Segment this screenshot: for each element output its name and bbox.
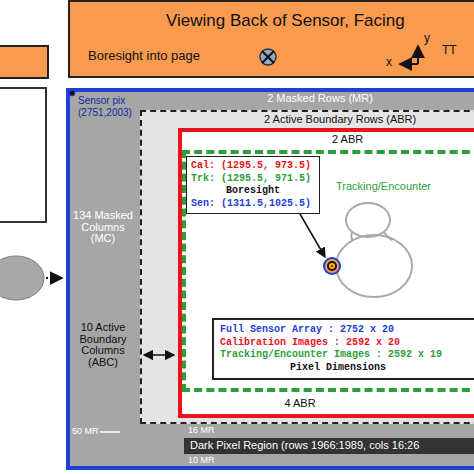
masked-rows-label: 2 Masked Rows (MR): [240, 93, 400, 105]
boresight-box: Cal: (1295.5, 973.5)Trk: (1295.5, 971.5)…: [186, 156, 320, 214]
sensor-origin-dot: [69, 90, 75, 96]
frame-label: TT: [442, 44, 472, 57]
camera-ellipse: [0, 256, 44, 300]
axis-label: x: [386, 56, 398, 69]
tracking-box: Tracking/EncounterCal: (1295.5, 973.5)Tr…: [182, 150, 474, 392]
node-heading: Sen: (1311.5,1025.5): [191, 198, 315, 211]
mr-label: 50 MR: [72, 427, 112, 436]
node-text: Calibration Images : 2592 x 20: [220, 337, 474, 350]
boresight-target: [323, 257, 341, 275]
dotted-arrow: [46, 277, 62, 279]
mr-label: 16 MR: [188, 426, 228, 435]
node-heading: Pixel Dimensions: [220, 362, 474, 375]
axis-label: y: [424, 32, 436, 45]
comet-outline: [336, 203, 412, 297]
node-heading: Viewing Back of Sensor, Facing: [166, 11, 405, 31]
side-box: [0, 88, 46, 222]
boresight-symbol: [260, 49, 276, 65]
node-heading: Dark Pixel Region (rows 1966:1989, cols …: [190, 439, 419, 452]
node-text: Cal: (1295.5, 973.5): [191, 160, 315, 173]
node-heading: 2 ABR: [332, 133, 363, 146]
calibration-box: 2 ABR Tracking/Encounter Cal: (1295.5, 973…: [178, 128, 474, 418]
node-text: Full Sensor Array : 2752 x 20: [220, 324, 474, 337]
node-text: Trk: (1295.5, 971.5): [191, 173, 315, 186]
node-text: Boresight into page: [88, 49, 200, 64]
node-heading: 2 Active Boundary Rows (ABR): [264, 113, 416, 126]
node-heading: Sensor pix (2751,2003): [78, 95, 150, 118]
axis-symbol: [400, 46, 418, 64]
boundary-columns-label: 10 Active Boundary Columns (ABC): [70, 322, 136, 368]
masked-columns-label: 134 Masked Columns (MC): [70, 210, 136, 245]
node-text: Boresight: [191, 185, 315, 198]
view-banner: Boresight into page Viewing Back of Senso…: [68, 0, 474, 78]
node-text: Tracking/Encounter Images : 2592 x 19: [220, 349, 474, 362]
boresight-leader: [300, 214, 325, 257]
dark-pixel-bar: Dark Pixel Region (rows 1966:1989, cols …: [184, 438, 474, 454]
side-panel: [0, 46, 48, 78]
active-boundary-box: 2 Active Boundary Rows (ABR) 2 ABR Trackin…: [140, 110, 474, 424]
bottom-abr-label: 4 ABR: [270, 398, 330, 410]
mr-tick: [100, 431, 120, 433]
sensor-array-box: Sensor pix (2751,2003)2 Active Boundary …: [66, 88, 474, 470]
node-heading: Tracking/Encounter: [336, 180, 431, 193]
mr-label: 10 MR: [188, 456, 228, 465]
pixel-dimensions-box: Full Sensor Array : 2752 x 20Calibration…: [212, 318, 474, 380]
abc-arrow: [144, 354, 174, 356]
